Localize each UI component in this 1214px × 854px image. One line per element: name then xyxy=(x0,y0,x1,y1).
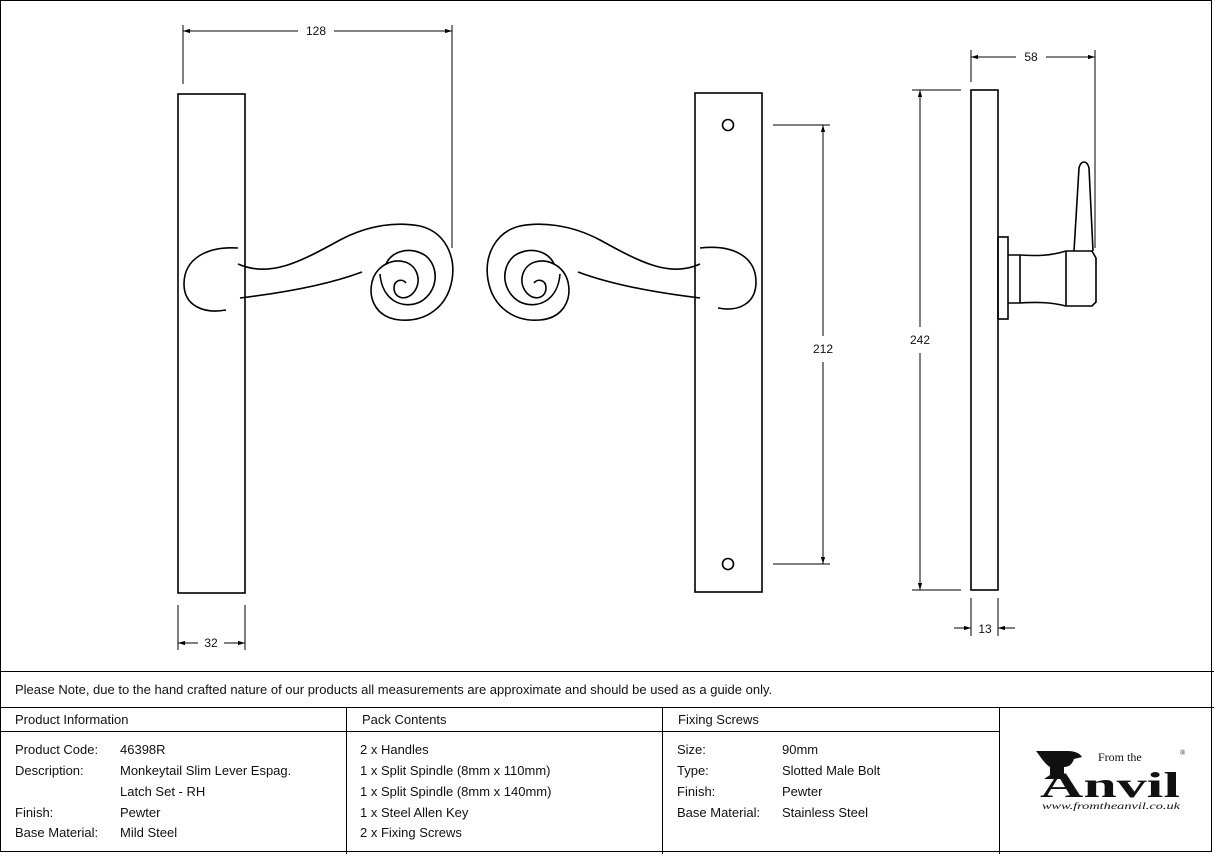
dimension-212-label: 212 xyxy=(813,342,833,356)
anvil-icon xyxy=(1036,751,1082,779)
table-divider xyxy=(999,707,1000,854)
left-rose xyxy=(183,247,239,312)
dimension-128-label: 128 xyxy=(306,24,326,38)
base-material-value: Mild Steel xyxy=(120,825,178,840)
fixing-screws-title: Fixing Screws xyxy=(663,708,1000,732)
logo-registered: ® xyxy=(1180,749,1186,757)
side-backplate xyxy=(970,89,999,591)
screw-size-label: Size: xyxy=(677,742,706,757)
table-divider xyxy=(662,707,663,854)
pack-item: 1 x Split Spindle (8mm x 110mm) xyxy=(360,763,551,778)
bottom-screw-hole xyxy=(721,557,735,571)
description-value-line2: Latch Set - RH xyxy=(120,784,206,799)
left-lever-bottom xyxy=(239,271,363,299)
middle-lever-scroll xyxy=(504,249,561,306)
base-material-label: Base Material: xyxy=(15,825,99,840)
dimension-32-label: 32 xyxy=(204,636,218,650)
pack-item: 2 x Handles xyxy=(360,742,429,757)
dimension-13 xyxy=(954,598,1015,636)
left-lever-top xyxy=(237,223,454,321)
screw-material-label: Base Material: xyxy=(677,805,761,820)
dimension-242-label: 242 xyxy=(910,333,930,347)
middle-backplate xyxy=(694,92,763,593)
pack-item: 1 x Steel Allen Key xyxy=(360,805,469,820)
technical-drawing: 128 32 212 242 58 13 xyxy=(177,24,1097,650)
finish-value: Pewter xyxy=(120,805,161,820)
dimension-32 xyxy=(177,605,246,650)
middle-rose xyxy=(699,246,757,310)
side-lever-tail xyxy=(1073,161,1094,252)
description-label: Description: xyxy=(15,763,84,778)
logo-from-the: From the xyxy=(1098,750,1142,764)
screw-size-value: 90mm xyxy=(782,742,819,757)
middle-lever-bottom xyxy=(577,271,701,299)
left-backplate xyxy=(177,93,246,594)
side-lever-collar xyxy=(1019,251,1067,306)
dimension-58-label: 58 xyxy=(1024,50,1038,64)
dimension-128 xyxy=(182,25,453,248)
screw-type-value: Slotted Male Bolt xyxy=(782,763,881,778)
pack-item: 2 x Fixing Screws xyxy=(360,825,462,840)
finish-label: Finish: xyxy=(15,805,54,820)
from-the-anvil-logo: From the ® Anvil www.fromtheanvil.co.uk xyxy=(1036,749,1186,811)
product-information-title: Product Information xyxy=(0,708,347,732)
side-lever-neck xyxy=(1008,250,1097,307)
screw-material-value: Stainless Steel xyxy=(782,805,868,820)
pack-contents-panel: Pack Contents 2 x Handles 1 x Split Spin… xyxy=(347,707,663,854)
description-value: Monkeytail Slim Lever Espag. xyxy=(120,763,292,778)
dimension-58 xyxy=(970,50,1096,248)
fixing-screws-panel: Fixing Screws Size: 90mm Type: Slotted M… xyxy=(663,707,1000,854)
screw-finish-label: Finish: xyxy=(677,784,716,799)
dimension-242 xyxy=(912,89,961,591)
middle-handle-view xyxy=(486,92,763,593)
side-rose xyxy=(997,236,1009,320)
logo-url: www.fromtheanvil.co.uk xyxy=(1042,801,1182,811)
dimension-212 xyxy=(773,124,830,565)
table-divider xyxy=(346,707,347,854)
side-profile-view xyxy=(970,89,1097,591)
left-handle-view xyxy=(177,93,454,594)
measurement-note: Please Note, due to the hand crafted nat… xyxy=(0,671,1214,707)
left-lever-scroll xyxy=(379,249,436,306)
top-screw-hole xyxy=(721,118,735,132)
product-code-value: 46398R xyxy=(120,742,166,757)
pack-contents-title: Pack Contents xyxy=(347,708,663,732)
product-information-panel: Product Information Product Code: 46398R… xyxy=(0,707,347,854)
logo-brand: Anvil xyxy=(1040,765,1180,805)
dimension-13-label: 13 xyxy=(978,622,992,636)
pack-item: 1 x Split Spindle (8mm x 140mm) xyxy=(360,784,552,799)
screw-finish-value: Pewter xyxy=(782,784,823,799)
product-code-label: Product Code: xyxy=(15,742,99,757)
logo-panel xyxy=(1000,707,1214,854)
middle-lever-top xyxy=(486,223,701,321)
screw-type-label: Type: xyxy=(677,763,709,778)
